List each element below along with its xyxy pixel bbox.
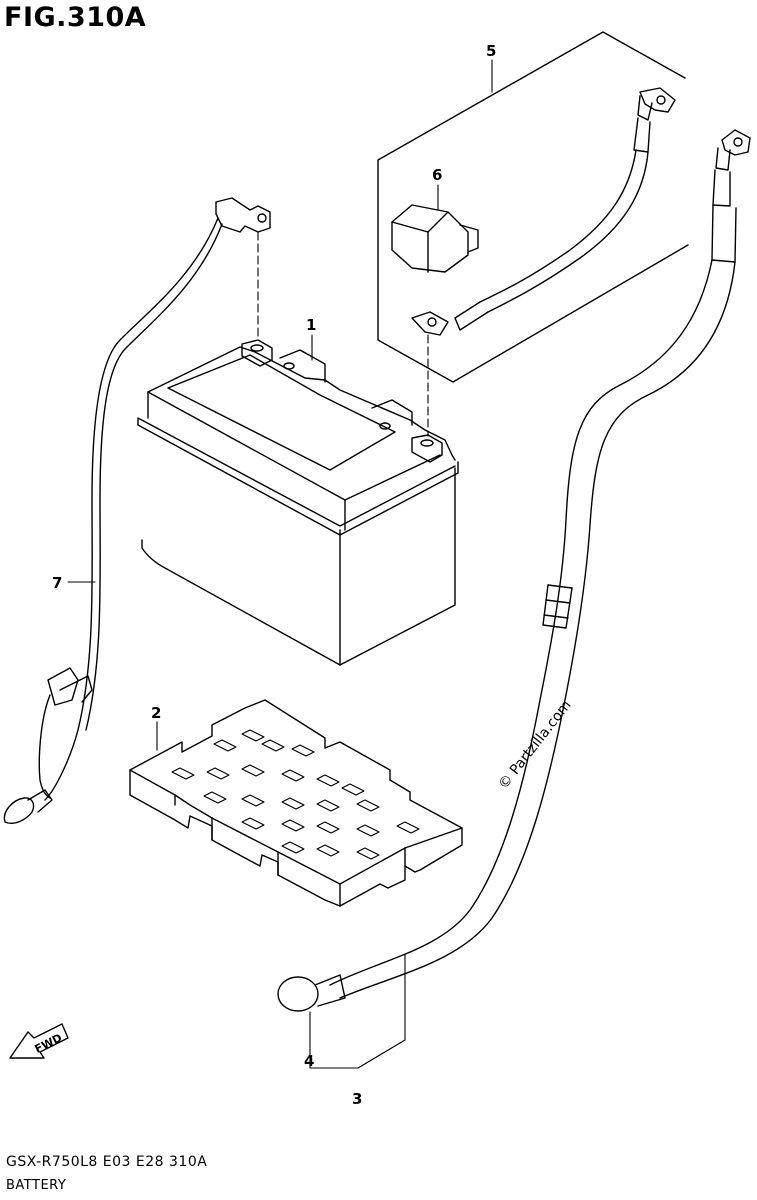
fwd-arrow-icon <box>9 1023 69 1059</box>
terminal-cap-icon <box>277 974 346 1012</box>
section-name: BATTERY <box>6 1178 67 1193</box>
battery-tray-icon <box>129 699 463 907</box>
model-code: GSX-R750L8 E03 E28 310A <box>6 1154 208 1170</box>
cover-cap-icon <box>391 204 479 273</box>
callout-3: 3 <box>352 1090 362 1108</box>
callout-7: 7 <box>52 574 62 592</box>
callout-5: 5 <box>486 42 496 60</box>
callout-4: 4 <box>304 1052 314 1070</box>
battery-icon <box>137 339 459 666</box>
ground-lead-icon <box>3 197 271 824</box>
figure-title: FIG.310A <box>4 2 147 33</box>
callout-6: 6 <box>432 166 442 184</box>
leader-lines <box>67 59 493 1069</box>
negative-cable-icon <box>329 129 751 999</box>
watermark: © Partzilla.com <box>496 697 575 792</box>
callout-1: 1 <box>306 316 316 334</box>
callout-2: 2 <box>151 704 161 722</box>
fwd-label: FWD <box>33 1031 65 1056</box>
positive-cable-icon <box>411 87 676 336</box>
kit-outline-box <box>377 31 689 383</box>
